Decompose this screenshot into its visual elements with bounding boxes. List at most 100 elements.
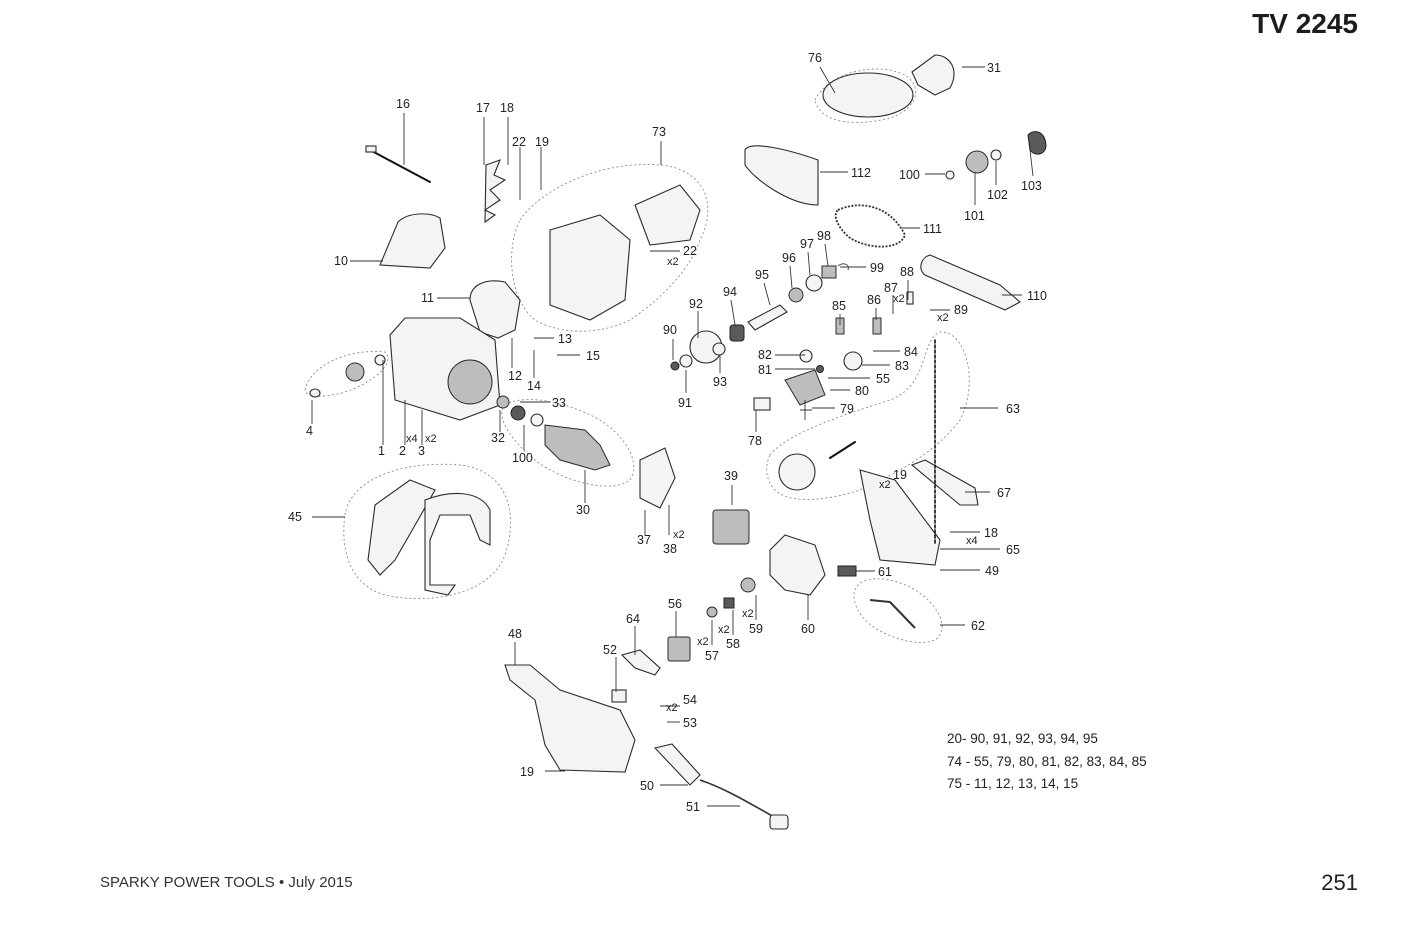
callout-55: 55: [876, 372, 890, 386]
part-91-washer: [679, 354, 693, 368]
qty-22: x2: [667, 256, 679, 268]
part-81-spring: [816, 365, 824, 373]
callout-49: 49: [985, 564, 999, 578]
part-111-saw-chain: [834, 204, 906, 248]
part-45-handle-bar: [424, 492, 491, 596]
part-51-plug: [769, 814, 789, 830]
part-4-bearing: [345, 362, 365, 382]
callout-61: 61: [878, 565, 892, 579]
part-58-carbon-brush: [723, 597, 735, 609]
part-83-cam: [843, 351, 863, 371]
qty-18b: x4: [966, 535, 978, 547]
callout-2: 2: [399, 444, 406, 458]
part-60-gear-housing: [769, 534, 826, 596]
callout-16: 16: [396, 97, 410, 111]
callout-18b: 18: [984, 526, 998, 540]
callout-64: 64: [626, 612, 640, 626]
callout-62: 62: [971, 619, 985, 633]
callout-10: 10: [334, 254, 348, 268]
qty-57: x2: [697, 636, 709, 648]
part-37-fan-baffle: [639, 447, 676, 509]
callout-84: 84: [904, 345, 918, 359]
part-10-side-cover: [379, 213, 446, 269]
callout-37: 37: [637, 533, 651, 547]
callout-54: 54: [683, 693, 697, 707]
part-100-washer-b: [945, 170, 955, 180]
callout-85: 85: [832, 299, 846, 313]
model-title: TV 2245: [1252, 8, 1358, 39]
callout-93: 93: [713, 375, 727, 389]
callout-38: 38: [663, 542, 677, 556]
part-100-washer-a: [530, 413, 544, 427]
callout-12: 12: [508, 369, 522, 383]
page-number: 251: [1321, 870, 1358, 895]
callout-86: 86: [867, 293, 881, 307]
part-45-rear-handle-frame: [367, 479, 436, 576]
part-90-nut: [670, 361, 680, 371]
assembly-63-outline: [766, 331, 970, 500]
part-33-bearing: [510, 405, 526, 421]
callout-14: 14: [527, 379, 541, 393]
part-95-drive-shaft: [747, 304, 788, 331]
qty-3: x2: [425, 433, 437, 445]
qty-58: x2: [718, 624, 730, 636]
leader-lines: [311, 66, 1034, 807]
callout-59: 59: [749, 622, 763, 636]
callout-32: 32: [491, 431, 505, 445]
qty-2: x4: [406, 433, 418, 445]
part-16-cable-tie: [365, 145, 431, 183]
part-17-clip: [483, 159, 507, 224]
callout-101: 101: [964, 209, 985, 223]
callout-39: 39: [724, 469, 738, 483]
part-61-spring: [837, 565, 857, 577]
callout-57: 57: [705, 649, 719, 663]
part-97-washer: [805, 274, 823, 292]
part-52-cable-clamp: [611, 689, 627, 703]
callout-50: 50: [640, 779, 654, 793]
part-86-adjuster: [872, 317, 882, 335]
callout-83: 83: [895, 359, 909, 373]
callout-3: 3: [418, 444, 425, 458]
part-62-oil-pipe: [869, 599, 916, 629]
part-73-gear-housing: [549, 214, 631, 321]
callout-103: 103: [1021, 179, 1042, 193]
assembly-groups-list: 20- 90, 91, 92, 93, 94, 95 74 - 55, 79, …: [947, 728, 1147, 796]
callout-78: 78: [748, 434, 762, 448]
callout-11: 11: [421, 291, 434, 305]
part-93-washer: [712, 342, 726, 356]
part-63-sprocket-wheel: [778, 453, 816, 491]
callout-22b: 22: [683, 244, 697, 258]
part-1-fan-opening: [447, 359, 493, 405]
callout-82: 82: [758, 348, 772, 362]
group-line: 74 - 55, 79, 80, 81, 82, 83, 84, 85: [947, 753, 1147, 769]
qty-38: x2: [673, 529, 685, 541]
callout-90: 90: [663, 323, 677, 337]
callout-87: 87: [884, 281, 898, 295]
part-65-side-plate: [859, 469, 941, 566]
part-82-seal: [799, 349, 813, 363]
part-57-brush-cap: [706, 606, 718, 618]
callout-96: 96: [782, 251, 796, 265]
callout-19a: 19: [535, 135, 549, 149]
part-79-pin: [800, 400, 812, 420]
qty-54: x2: [666, 702, 678, 714]
part-96-bearing: [788, 287, 804, 303]
callout-110: 110: [1027, 289, 1047, 303]
callout-4: 4: [306, 424, 313, 438]
part-98-sprocket: [821, 265, 837, 279]
callout-73: 73: [652, 125, 666, 139]
callout-22a: 22: [512, 135, 526, 149]
callout-79: 79: [840, 402, 854, 416]
callout-76: 76: [808, 51, 822, 65]
callout-45: 45: [288, 510, 302, 524]
callout-81: 81: [758, 363, 772, 377]
part-94-pinion: [729, 324, 745, 342]
part-76-sprocket-cover: [822, 72, 914, 118]
part-101-clutch: [965, 150, 989, 174]
callout-111: 111: [923, 222, 942, 236]
callout-65: 65: [1006, 543, 1020, 557]
qty-19c: x2: [879, 479, 891, 491]
part-30-armature: [544, 424, 611, 471]
callout-89: 89: [954, 303, 968, 317]
